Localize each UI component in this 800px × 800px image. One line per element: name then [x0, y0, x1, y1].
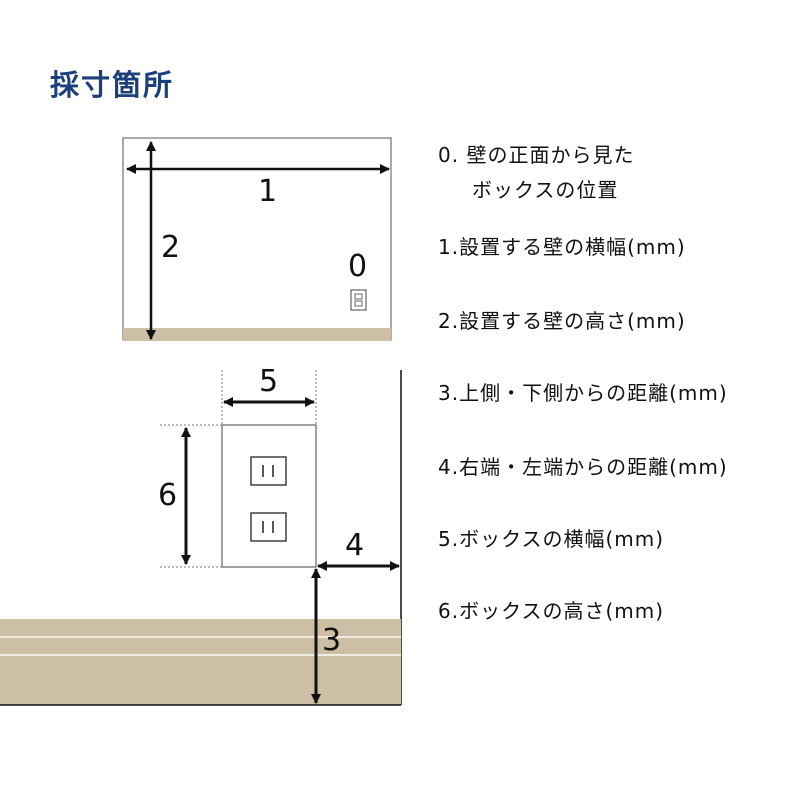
outlet-socket-icon — [250, 512, 287, 542]
wall-detail: 5 6 4 3 — [0, 364, 402, 706]
label-box-width: 5 — [259, 364, 278, 399]
label-box-position: 0 — [348, 249, 367, 284]
legend-item-0-continued: ボックスの位置 — [472, 178, 619, 202]
legend-item-3: 3.上側・下側からの距離(mm) — [438, 381, 728, 405]
label-horizontal-distance: 4 — [345, 528, 364, 563]
wall-floor-strip — [123, 328, 391, 341]
extension-lines — [160, 370, 317, 568]
page-title: 採寸箇所 — [50, 68, 175, 102]
label-vertical-distance: 3 — [322, 623, 341, 658]
legend-item-5: 5.ボックスの横幅(mm) — [438, 527, 665, 551]
wall-overview: 1 2 0 — [122, 137, 392, 341]
legend-item-0: 0. 壁の正面から見た — [438, 143, 635, 167]
legend-item-2: 2.設置する壁の高さ(mm) — [438, 309, 686, 333]
outlet-box — [221, 424, 317, 568]
floor-baseboard — [0, 619, 401, 705]
label-wall-height: 2 — [161, 230, 180, 265]
legend-item-1: 1.設置する壁の横幅(mm) — [438, 235, 686, 259]
outlet-socket-icon — [250, 456, 287, 486]
mini-outlet-icon — [350, 289, 367, 311]
label-box-height: 6 — [158, 478, 177, 513]
legend-item-6: 6.ボックスの高さ(mm) — [438, 599, 665, 623]
legend-item-4: 4.右端・左端からの距離(mm) — [438, 455, 728, 479]
label-wall-width: 1 — [258, 174, 277, 209]
